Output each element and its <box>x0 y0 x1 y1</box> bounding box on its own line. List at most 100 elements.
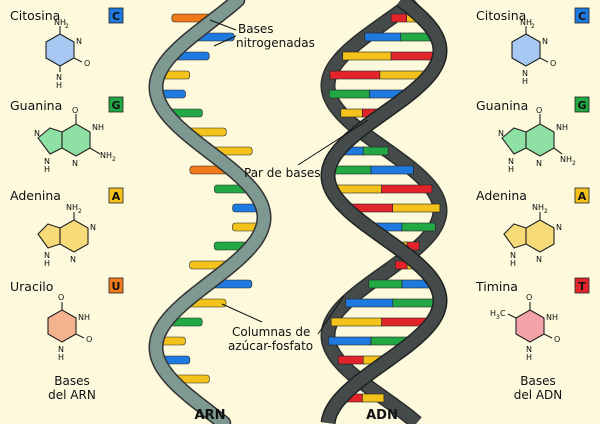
svg-text:2: 2 <box>544 208 548 215</box>
thymine-swatch <box>574 277 590 294</box>
label-bases-nitrogenadas-1: Bases <box>238 22 273 36</box>
cytosine-molecule-dna: NH 2 N O N H <box>511 18 556 86</box>
leader-line-backbone-rna <box>221 303 263 323</box>
svg-text:N: N <box>556 223 562 232</box>
dna-pair-left-14 <box>368 279 403 289</box>
right-legend: Citosina C Guanina G Adenina A Timina T … <box>475 7 590 402</box>
dna-pair-right-9 <box>381 184 433 194</box>
svg-text:N: N <box>90 223 96 232</box>
dna-bases-caption-line2: del ADN <box>514 388 563 402</box>
svg-text:N: N <box>522 69 528 78</box>
guanine-molecule-dna: O NH NH 2 N N N H <box>498 106 576 174</box>
svg-text:O: O <box>86 335 92 344</box>
annotations: Bases nitrogenadas Par de bases Columnas… <box>195 19 398 423</box>
uracil-letter: U <box>112 280 121 293</box>
leader-line-base-pair <box>297 119 369 166</box>
cytosine-swatch-dna <box>574 7 590 24</box>
svg-text:NH: NH <box>520 18 532 27</box>
svg-text:NH: NH <box>556 123 568 132</box>
svg-text:H: H <box>44 165 50 174</box>
svg-text:O: O <box>536 106 542 115</box>
svg-text:N: N <box>526 345 532 354</box>
svg-text:N: N <box>72 159 78 168</box>
svg-text:NH: NH <box>532 203 544 212</box>
svg-text:O: O <box>526 293 532 302</box>
leader-line-bases-bottom <box>213 35 237 47</box>
svg-text:N: N <box>44 157 50 166</box>
dna-pair-left-5 <box>340 108 363 118</box>
thymine-letter: T <box>578 280 586 293</box>
dna-pair-right-7 <box>362 146 389 156</box>
dna-pair-left-2 <box>342 51 392 61</box>
dna-pair-right-8 <box>370 165 414 175</box>
dna-bases-caption-line1: Bases <box>520 374 555 388</box>
svg-text:N: N <box>58 345 64 354</box>
guanine-swatch-dna <box>574 96 590 113</box>
label-bases-nitrogenadas-2: nitrogenadas <box>236 36 315 50</box>
legend-label-guanine: Guanina <box>10 98 62 113</box>
svg-text:NH: NH <box>546 313 558 322</box>
rna-strand <box>149 0 270 424</box>
legend-label-cytosine-dna: Citosina <box>476 8 526 23</box>
svg-text:N: N <box>510 251 516 260</box>
svg-text:2: 2 <box>531 23 535 30</box>
dna-pair-right-20 <box>362 393 385 403</box>
svg-text:NH: NH <box>560 155 572 164</box>
thymine-molecule: O H 3 C NH O N H <box>490 293 560 362</box>
dna-pair-right-11 <box>401 222 436 232</box>
dna-pair-left-15 <box>345 298 394 308</box>
cytosine-letter-dna: C <box>578 10 586 23</box>
rna-title: ARN <box>195 408 226 423</box>
svg-text:N: N <box>542 37 548 46</box>
legend-label-adenine: Adenina <box>10 188 61 203</box>
cytosine-letter: C <box>112 10 120 23</box>
dna-pair-left-17 <box>328 336 372 346</box>
legend-label-guanine-dna: Guanina <box>476 98 528 113</box>
guanine-swatch <box>108 96 124 113</box>
legend-label-cytosine: Citosina <box>10 8 60 23</box>
legend-label-thymine: Timina <box>475 279 518 294</box>
svg-text:N: N <box>70 255 76 264</box>
dna-pair-left-0 <box>390 13 407 23</box>
dna-strand-a <box>322 0 447 424</box>
guanine-molecule: O NH NH 2 N N N H <box>34 106 116 174</box>
rna-bases-caption-line1: Bases <box>54 374 89 388</box>
adenine-molecule: NH 2 N N N H <box>37 203 96 268</box>
svg-text:N: N <box>536 255 542 264</box>
svg-text:O: O <box>550 59 556 68</box>
leader-line-backbone-dna <box>317 295 345 335</box>
dna-title: ADN <box>366 408 398 423</box>
dna-pair-left-3 <box>329 70 381 80</box>
label-backbone-2: azúcar-fosfato <box>228 339 313 353</box>
svg-text:N: N <box>34 129 40 138</box>
adenine-molecule-dna: NH 2 N N N H <box>503 203 562 268</box>
cytosine-molecule: NH 2 N O N H <box>45 18 90 90</box>
svg-text:N: N <box>498 129 504 138</box>
label-base-pair: Par de bases <box>244 166 320 180</box>
uracil-molecule: O NH O N H <box>47 293 92 362</box>
adenine-letter-dna: A <box>578 190 587 203</box>
svg-text:H: H <box>490 309 496 318</box>
cytosine-swatch <box>108 7 124 24</box>
svg-text:H: H <box>44 259 50 268</box>
svg-text:2: 2 <box>112 156 116 163</box>
svg-text:N: N <box>44 251 50 260</box>
svg-text:N: N <box>508 157 514 166</box>
svg-text:2: 2 <box>65 23 69 30</box>
svg-text:H: H <box>526 353 532 362</box>
svg-text:2: 2 <box>572 160 576 167</box>
rna-bases-caption-line2: del ARN <box>48 388 96 402</box>
svg-text:2: 2 <box>78 208 82 215</box>
svg-text:N: N <box>76 37 82 46</box>
dna-pair-right-10 <box>392 203 441 213</box>
svg-text:O: O <box>554 335 560 344</box>
svg-text:NH: NH <box>92 123 104 132</box>
left-legend: Citosina C Guanina G Adenina A Uracilo U… <box>10 7 124 402</box>
svg-text:H: H <box>56 81 62 90</box>
svg-text:3: 3 <box>496 314 500 321</box>
svg-text:N: N <box>56 73 62 82</box>
guanine-letter: G <box>111 99 120 112</box>
svg-text:O: O <box>72 106 78 115</box>
